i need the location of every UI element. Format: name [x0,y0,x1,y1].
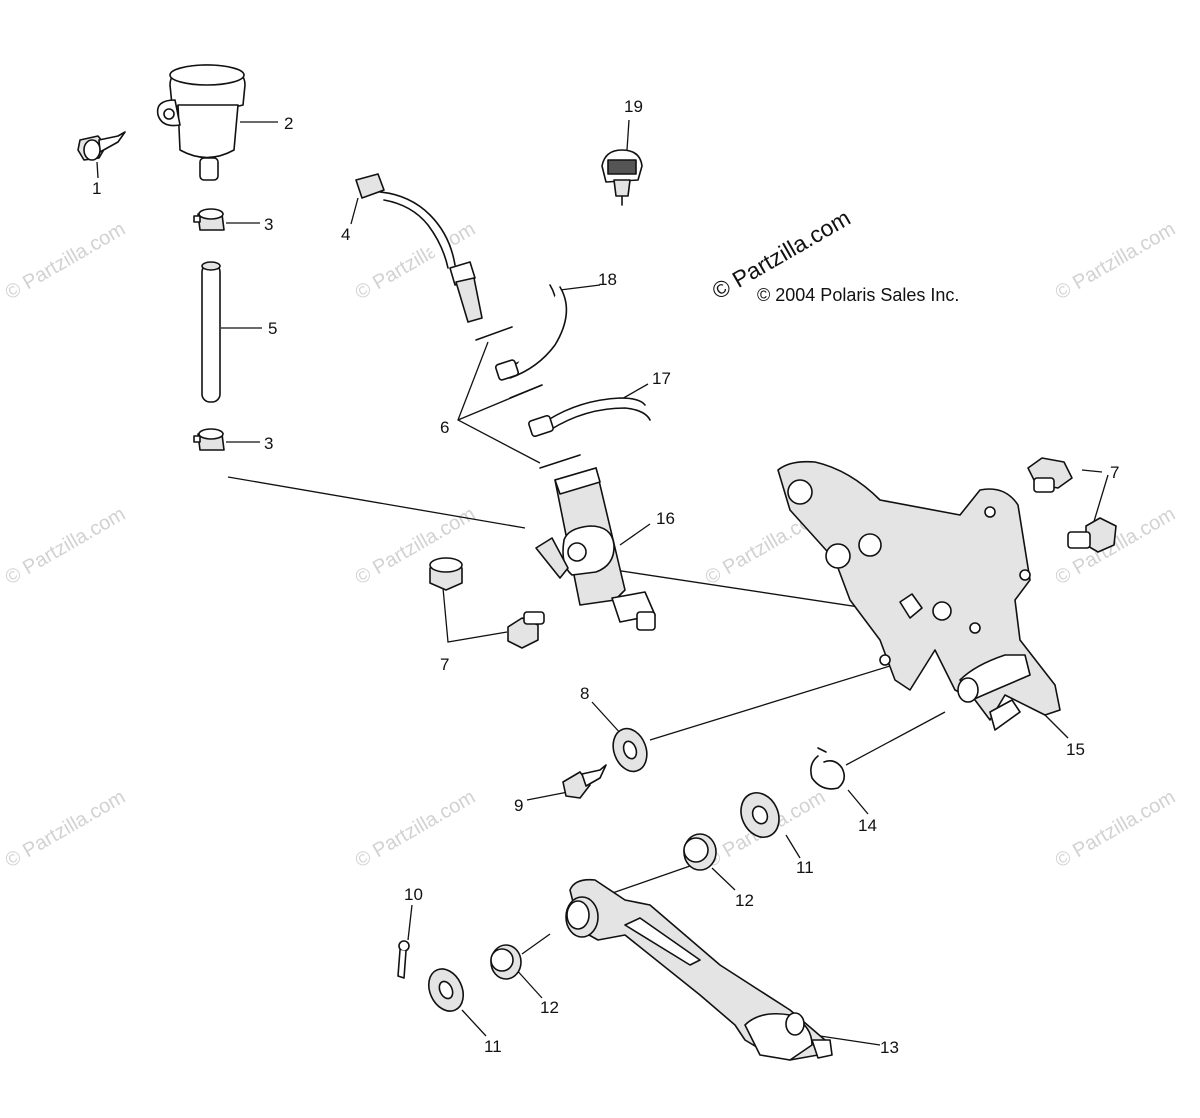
brake-switch-part [355,173,483,323]
callout-label: 1 [92,179,101,198]
cotter-pin-part [397,940,410,979]
bolt-part [1027,457,1073,493]
reservoir-part [156,64,246,181]
callout-label: 14 [858,816,877,835]
callout-label: 12 [735,891,754,910]
vent-hose-part [494,284,568,381]
callout-label: 6 [440,418,449,437]
callout-label: 3 [264,434,273,453]
hose-clip-part [601,149,643,206]
callout-label: 7 [1110,463,1119,482]
watermark: © Partzilla.com [2,218,130,304]
bushing-part [490,944,522,980]
watermark: © Partzilla.com [1052,786,1180,872]
washer-part [427,968,465,1012]
bolt-part [429,557,463,591]
bushing-part [683,833,717,871]
bolt-part [1067,517,1117,553]
washer-part [612,727,648,773]
reservoir-hose-part [201,261,221,403]
leader-lines [96,119,1109,1046]
copyright-notice: © 2004 Polaris Sales Inc. [757,285,959,305]
callout-label: 2 [284,114,293,133]
hose-clamp-part [193,428,225,451]
watermark: © Partzilla.com [2,503,130,589]
hose-clip-part [475,326,581,469]
callout-labels: 1 2 3 3 4 5 6 7 7 8 9 10 11 11 12 12 13 … [92,97,1119,1057]
watermark: © Partzilla.com [2,786,130,872]
spring-clip-part [810,747,846,790]
callout-label: 7 [440,655,449,674]
screw-part [562,764,607,799]
watermark: © Partzilla.com [1052,218,1180,304]
master-cylinder-part [535,467,656,631]
callout-label: 15 [1066,740,1085,759]
callout-label: 17 [652,369,671,388]
callout-label: 18 [598,270,617,289]
brake-pedal-part [565,878,833,1061]
brake-hose-part [528,397,651,438]
callout-label: 4 [341,225,350,244]
callout-label: 10 [404,885,423,904]
washer-part [740,792,780,838]
callout-label: 16 [656,509,675,528]
callout-label: 11 [796,858,814,877]
hose-clamp-part [193,208,225,231]
callout-label: 12 [540,998,559,1017]
screw-part [77,131,126,161]
callout-label: 19 [624,97,643,116]
pedal-bracket-part [777,460,1061,731]
callout-label: 5 [268,319,277,338]
callout-label: 11 [484,1037,502,1056]
watermark: © Partzilla.com [352,786,480,872]
callout-label: 3 [264,215,273,234]
callout-label: 13 [880,1038,899,1057]
callout-label: 9 [514,796,523,815]
callout-label: 8 [580,684,589,703]
bolt-part [507,611,545,649]
